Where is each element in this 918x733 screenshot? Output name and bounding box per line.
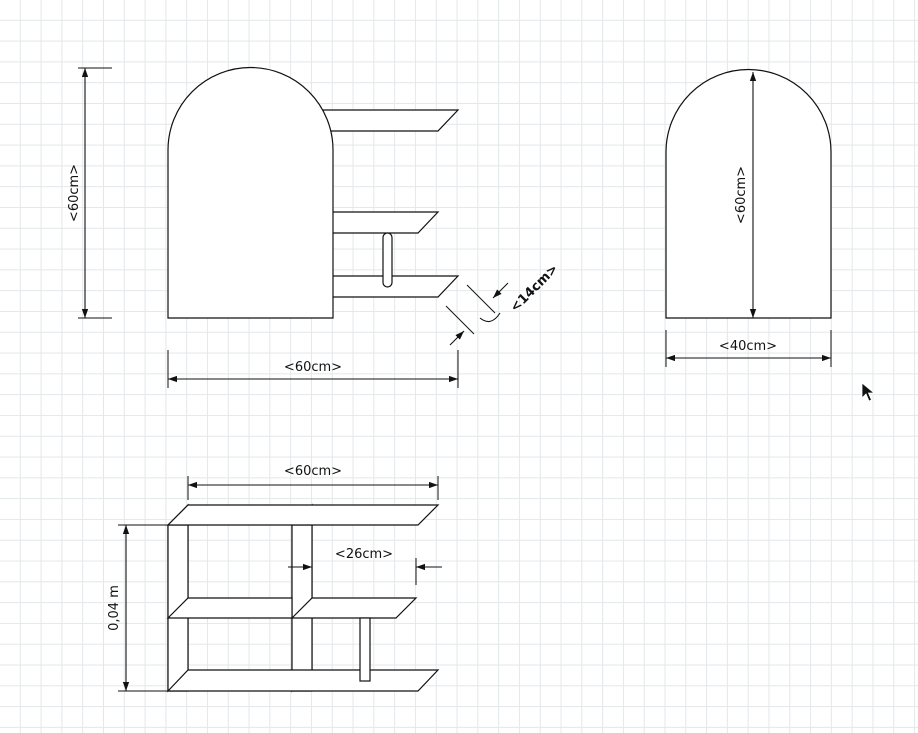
mouse-pointer-icon	[861, 382, 876, 402]
front-height-label: <60cm>	[67, 164, 82, 222]
shelf-left-middle-board	[166, 597, 293, 619]
shelf-interval-label: <26cm>	[335, 547, 393, 562]
shelf-right-middle-board	[290, 597, 418, 619]
front-shelf-support	[382, 232, 393, 288]
side-view: <60cm> <40cm>	[665, 68, 832, 367]
front-view: <60cm> <60cm> <14cm>	[67, 66, 562, 388]
shelf-perspective-view: <60cm> 0,04 m <26cm>	[107, 464, 442, 693]
shelf-small-leg	[359, 617, 371, 682]
side-arch-body	[665, 68, 832, 319]
side-height-label: <60cm>	[734, 166, 749, 224]
shelf-bottom-board	[166, 669, 440, 692]
front-arch-body	[167, 66, 334, 319]
shelf-height-label: 0,04 m	[107, 585, 122, 631]
front-depth-arrow-lower	[449, 330, 465, 346]
front-depth-label: <14cm>	[508, 262, 562, 316]
front-depth-curve	[479, 312, 501, 323]
front-width-label: <60cm>	[284, 360, 342, 375]
front-depth-arrow-upper	[492, 282, 509, 299]
side-width-label: <40cm>	[719, 339, 777, 354]
front-middle-shelf	[319, 211, 440, 234]
shelf-width-label: <60cm>	[284, 464, 342, 479]
shelf-top-board	[166, 504, 440, 526]
front-top-shelf	[319, 109, 460, 132]
